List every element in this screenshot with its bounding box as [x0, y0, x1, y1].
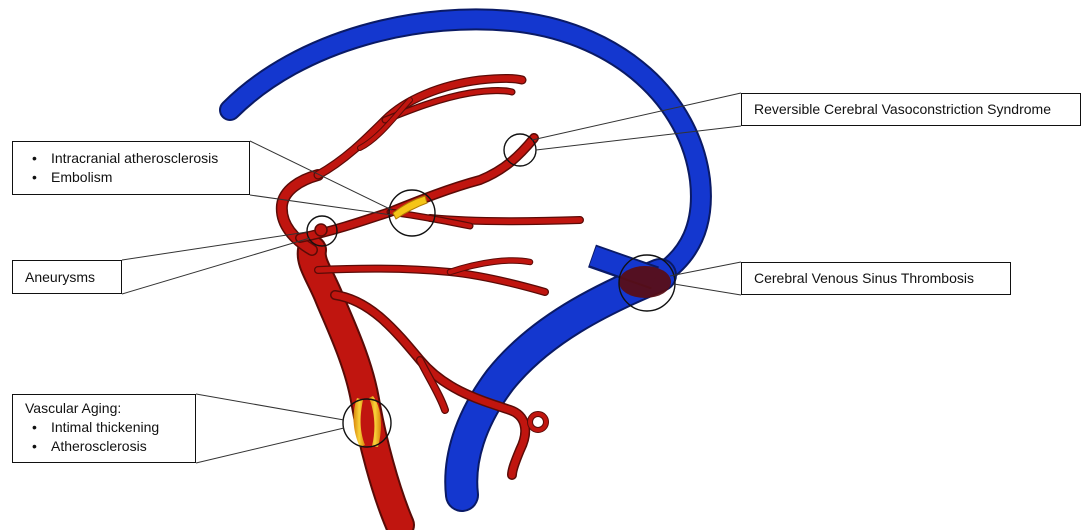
callout-aneurysms: Aneurysms	[12, 260, 122, 294]
leader-intracranial-b	[250, 195, 392, 215]
leader-rcvs-a	[532, 93, 741, 140]
vascular-aging-list: Intimal thickening Atherosclerosis	[25, 418, 195, 456]
sinus-thrombus	[619, 266, 671, 298]
leader-aneurysm-b	[122, 238, 310, 294]
callout-vascular-aging: Vascular Aging: Intimal thickening Ather…	[12, 394, 196, 463]
vascular-aging-item-intimal: Intimal thickening	[25, 418, 195, 437]
vascular-aging-item-atherosclerosis: Atherosclerosis	[25, 437, 195, 456]
callout-rcvs: Reversible Cerebral Vasoconstriction Syn…	[741, 93, 1081, 126]
leader-aging-b	[196, 428, 344, 463]
leader-rcvs-b	[536, 126, 741, 150]
aneurysms-label: Aneurysms	[25, 268, 95, 287]
leader-cvst-b	[674, 284, 741, 295]
intracranial-list: Intracranial atherosclerosis Embolism	[25, 149, 249, 187]
callout-cvst: Cerebral Venous Sinus Thrombosis	[741, 262, 1011, 295]
internal-carotid-artery	[312, 250, 400, 525]
leader-intracranial-a	[250, 141, 392, 210]
intracranial-item-embolism: Embolism	[25, 168, 249, 187]
leader-aging-a	[196, 394, 344, 420]
intracranial-item-atherosclerosis: Intracranial atherosclerosis	[25, 149, 249, 168]
callout-intracranial-atherosclerosis: Intracranial atherosclerosis Embolism	[12, 141, 250, 195]
vascular-aging-title: Vascular Aging:	[25, 399, 195, 418]
rcvs-label: Reversible Cerebral Vasoconstriction Syn…	[754, 100, 1051, 119]
leader-aneurysm-a	[122, 232, 307, 260]
cvst-label: Cerebral Venous Sinus Thrombosis	[754, 269, 974, 288]
aneurysm-bulge	[315, 224, 327, 236]
